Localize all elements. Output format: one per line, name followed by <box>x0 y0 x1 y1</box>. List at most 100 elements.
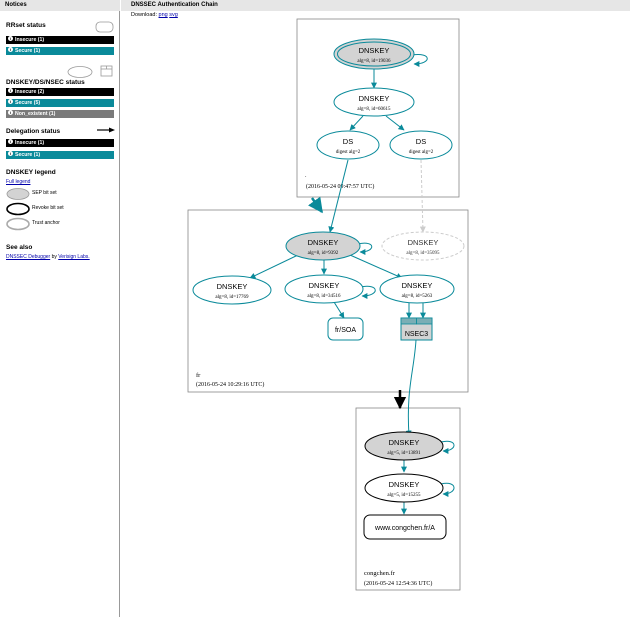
info-icon: i <box>8 151 13 157</box>
info-icon: i <box>8 36 13 42</box>
edge-frksk-k3 <box>349 254 403 279</box>
trust-anchor-legend-icon <box>6 217 30 231</box>
edge-ds1-frksk <box>328 159 349 233</box>
see-also-by: by <box>51 254 57 260</box>
fr-key1-node[interactable]: DNSKEY alg=8, id=17769 <box>192 275 272 305</box>
svg-text:alg=8, id=34516: alg=8, id=34516 <box>307 294 341 299</box>
svg-text:fr/SOA: fr/SOA <box>335 327 356 334</box>
root-ds2-node[interactable]: DS digest alg=2 <box>389 130 453 160</box>
fr-key3-node[interactable]: DNSKEY alg=8, id=5263 <box>379 274 455 304</box>
download-svg-link[interactable]: svg <box>169 12 178 18</box>
download-bar: Download: png svg <box>131 12 178 18</box>
root-ksk-node[interactable]: DNSKEY alg=8, id=19036 <box>333 38 415 70</box>
svg-text:DNSKEY: DNSKEY <box>408 238 439 247</box>
download-png-link[interactable]: png <box>158 12 168 18</box>
congchen-zone-name: congchen.fr <box>364 570 396 577</box>
svg-text:digest alg=2: digest alg=2 <box>409 150 434 155</box>
delegation-root-fr-arrow <box>308 196 324 214</box>
fr-nsec3-node[interactable]: NSEC3 <box>400 317 433 341</box>
see-also-title: See also <box>6 244 33 251</box>
root-zone-box <box>296 18 460 198</box>
svg-text:www.congchen.fr/A: www.congchen.fr/A <box>374 525 435 532</box>
legend-revoke-label: Revoke bit set <box>32 205 64 211</box>
info-icon: i <box>8 139 13 145</box>
verisign-labs-link[interactable]: Verisign Labs. <box>58 254 90 260</box>
info-icon: i <box>8 110 13 116</box>
svg-text:DS: DS <box>343 137 353 146</box>
dnskey-status-title: DNSKEY/DS/NSEC status <box>6 79 85 86</box>
legend-sep-label: SEP bit set <box>32 190 57 196</box>
fr-timestamp: (2016-05-24 10:29:16 UTC) <box>196 381 264 388</box>
delegation-status-title: Delegation status <box>6 128 61 135</box>
svg-text:alg=8, id=5263: alg=8, id=5263 <box>402 294 433 299</box>
svg-text:alg=8, id=17769: alg=8, id=17769 <box>215 295 249 300</box>
congchen-timestamp: (2016-05-24 12:54:36 UTC) <box>364 580 432 587</box>
fr-zone-name: fr <box>196 372 201 379</box>
root-ds1-node[interactable]: DS digest alg=2 <box>316 130 380 160</box>
edge-ds2-missing <box>419 159 426 233</box>
delegation-secure-label: Secure (1) <box>15 152 41 158</box>
edge-cc-zsk-self <box>440 482 455 497</box>
edge-k2-soa <box>333 301 345 319</box>
fr-soa-node[interactable]: fr/SOA <box>327 317 364 341</box>
dnskey-insecure-label: Insecure (2) <box>15 89 45 95</box>
svg-text:digest alg=2: digest alg=2 <box>336 150 361 155</box>
legend-shapes <box>6 188 30 231</box>
dnskey-shape-icons <box>67 65 113 78</box>
dnssec-debugger-link[interactable]: DNSSEC Debugger <box>6 254 51 260</box>
rrset-shape-icon <box>95 21 114 33</box>
download-label: Download: <box>131 12 157 18</box>
fr-key2-node[interactable]: DNSKEY alg=8, id=34516 <box>284 274 364 304</box>
see-also-line: DNSSEC Debugger by Verisign Labs. <box>6 254 90 260</box>
fr-ksk-node[interactable]: DNSKEY alg=8, id=9392 <box>285 231 361 261</box>
svg-text:DNSKEY: DNSKEY <box>308 238 339 247</box>
legend-title: DNSKEY legend <box>6 169 56 176</box>
congchen-a-record-node[interactable]: www.congchen.fr/A <box>363 514 447 540</box>
edge-root-ksk-self <box>411 54 428 67</box>
root-timestamp: (2016-05-24 09:47:57 UTC) <box>306 183 374 190</box>
edge-frksk-k1 <box>249 254 299 279</box>
delegation-insecure-label: Insecure (1) <box>15 140 45 146</box>
sep-legend-icon <box>6 188 30 200</box>
edge-root-zsk-ds2 <box>385 115 405 131</box>
svg-text:DNSKEY: DNSKEY <box>359 94 390 103</box>
svg-text:DNSKEY: DNSKEY <box>359 46 390 55</box>
congchen-zsk-node[interactable]: DNSKEY alg=5, id=15255 <box>364 473 444 503</box>
root-zone-dot: . <box>305 173 307 179</box>
info-icon: i <box>8 99 13 105</box>
rrset-status-title: RRset status <box>6 22 46 29</box>
svg-text:alg=5, id=13891: alg=5, id=13891 <box>387 451 421 456</box>
edge-frksk-self <box>357 242 373 255</box>
svg-text:DNSKEY: DNSKEY <box>389 480 420 489</box>
edge-k2-self <box>359 285 376 299</box>
rrset-insecure-label: Insecure (1) <box>15 37 45 43</box>
edge-nsec3-congchen <box>405 339 417 437</box>
fr-zone-box <box>187 209 469 393</box>
congchen-ksk-node[interactable]: DNSKEY alg=5, id=13891 <box>364 431 444 461</box>
full-legend-link[interactable]: Full legend <box>6 179 31 185</box>
svg-text:NSEC3: NSEC3 <box>405 331 428 338</box>
svg-text:DNSKEY: DNSKEY <box>217 282 248 291</box>
root-zsk-node[interactable]: DNSKEY alg=8, id=60615 <box>333 87 415 117</box>
page-title: DNSSEC Authentication Chain <box>121 0 630 11</box>
info-icon: i <box>8 47 13 53</box>
svg-text:alg=8, id=19036: alg=8, id=19036 <box>357 59 391 64</box>
svg-text:DNSKEY: DNSKEY <box>309 281 340 290</box>
arrow-icon <box>97 127 115 133</box>
svg-text:alg=5, id=15255: alg=5, id=15255 <box>387 493 421 498</box>
fr-missing-key-node[interactable]: DNSKEY alg=8, id=35095 <box>381 231 465 261</box>
svg-text:alg=8, id=60615: alg=8, id=60615 <box>357 107 391 112</box>
svg-text:DNSKEY: DNSKEY <box>389 438 420 447</box>
legend-trust-anchor-label: Trust anchor <box>32 220 60 226</box>
dnskey-nonexistent-label: Non_existent (1) <box>15 111 56 117</box>
edge-cc-ksk-self <box>440 440 455 454</box>
